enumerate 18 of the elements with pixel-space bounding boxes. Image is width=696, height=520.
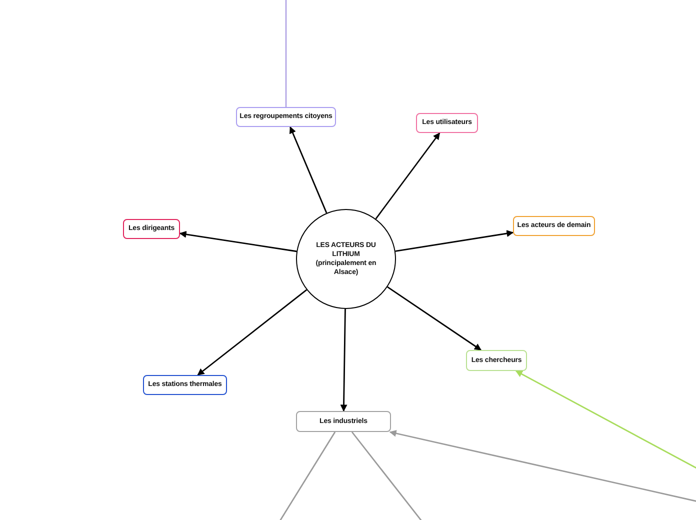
arrow xyxy=(375,132,440,220)
arrow xyxy=(179,230,297,252)
topic-box xyxy=(123,219,180,239)
arrow xyxy=(197,289,308,376)
topic-box xyxy=(513,216,595,236)
topic-box xyxy=(416,113,478,133)
topic-box xyxy=(296,411,391,432)
topic-box xyxy=(466,350,527,371)
connector-line xyxy=(285,0,287,107)
topic-box xyxy=(236,107,336,127)
arrow xyxy=(340,308,348,412)
arrow xyxy=(387,286,482,351)
arrow xyxy=(395,230,514,252)
connector-line xyxy=(277,432,336,520)
arrow xyxy=(389,430,696,503)
arrow xyxy=(515,370,696,471)
topic-box xyxy=(143,375,227,395)
arrow xyxy=(289,126,328,214)
